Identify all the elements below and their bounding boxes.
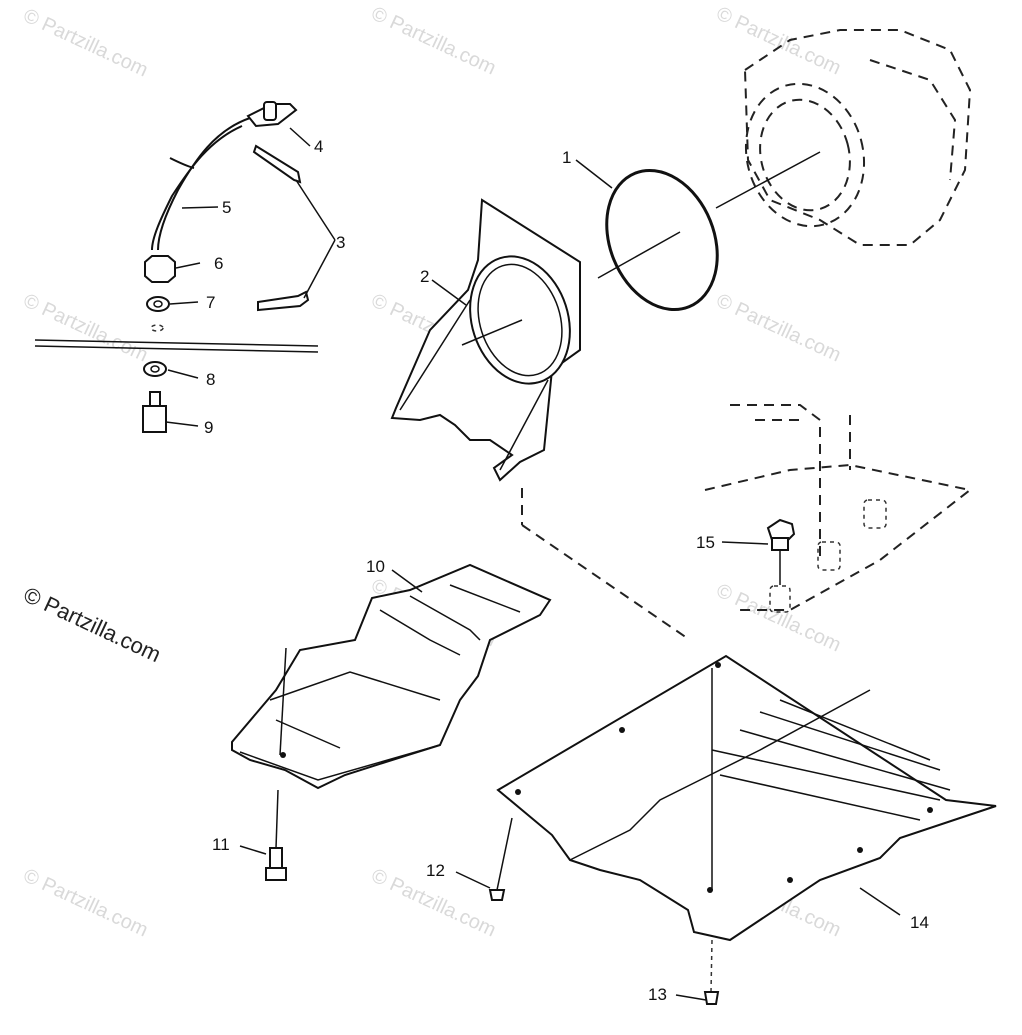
callout-11: 11 bbox=[212, 835, 230, 854]
hull-section bbox=[704, 404, 973, 613]
hose bbox=[151, 117, 251, 251]
hull-line bbox=[34, 339, 319, 353]
alignment-lines bbox=[461, 151, 821, 641]
fitting bbox=[246, 101, 298, 128]
ride-plate bbox=[496, 654, 997, 942]
intake-grate bbox=[231, 563, 552, 790]
callout-15: 15 bbox=[696, 533, 715, 552]
callout-5: 5 bbox=[222, 198, 231, 217]
washer-upper bbox=[146, 296, 170, 312]
callout-3: 3 bbox=[336, 233, 345, 252]
through-hull-fitting bbox=[142, 391, 167, 433]
callout-9: 9 bbox=[204, 418, 213, 437]
clamps bbox=[252, 144, 310, 312]
callout-8: 8 bbox=[206, 370, 215, 389]
washer-lower bbox=[143, 361, 167, 377]
callout-2: 2 bbox=[420, 267, 429, 286]
screw-13 bbox=[703, 939, 720, 1005]
leader-lines bbox=[165, 127, 901, 1001]
callout-12: 12 bbox=[426, 861, 445, 880]
intake-duct bbox=[390, 198, 581, 482]
o-ring bbox=[605, 168, 719, 312]
watermark: © Partzilla.com bbox=[713, 3, 844, 80]
callout-6: 6 bbox=[214, 254, 223, 273]
callout-1: 1 bbox=[562, 148, 571, 167]
watermark: © Partzilla.com bbox=[20, 290, 151, 367]
nut bbox=[144, 255, 176, 283]
watermark: © Partzilla.com bbox=[20, 865, 151, 942]
watermark: © Partzilla.com bbox=[368, 3, 499, 80]
drain-plug bbox=[766, 518, 796, 585]
screw-12 bbox=[488, 817, 513, 901]
callout-14: 14 bbox=[910, 913, 929, 932]
pump-housing bbox=[743, 29, 972, 246]
watermark: © Partzilla.com bbox=[713, 290, 844, 367]
watermark-main: © Partzilla.com bbox=[20, 582, 165, 667]
callout-4: 4 bbox=[314, 137, 323, 156]
callout-10: 10 bbox=[366, 557, 385, 576]
screw bbox=[265, 789, 287, 881]
callouts: 1 2 3 4 5 6 7 8 9 10 11 12 13 14 15 bbox=[204, 137, 929, 1004]
watermark: © Partzilla.com bbox=[20, 5, 151, 82]
callout-7: 7 bbox=[206, 293, 215, 312]
callout-13: 13 bbox=[648, 985, 667, 1004]
